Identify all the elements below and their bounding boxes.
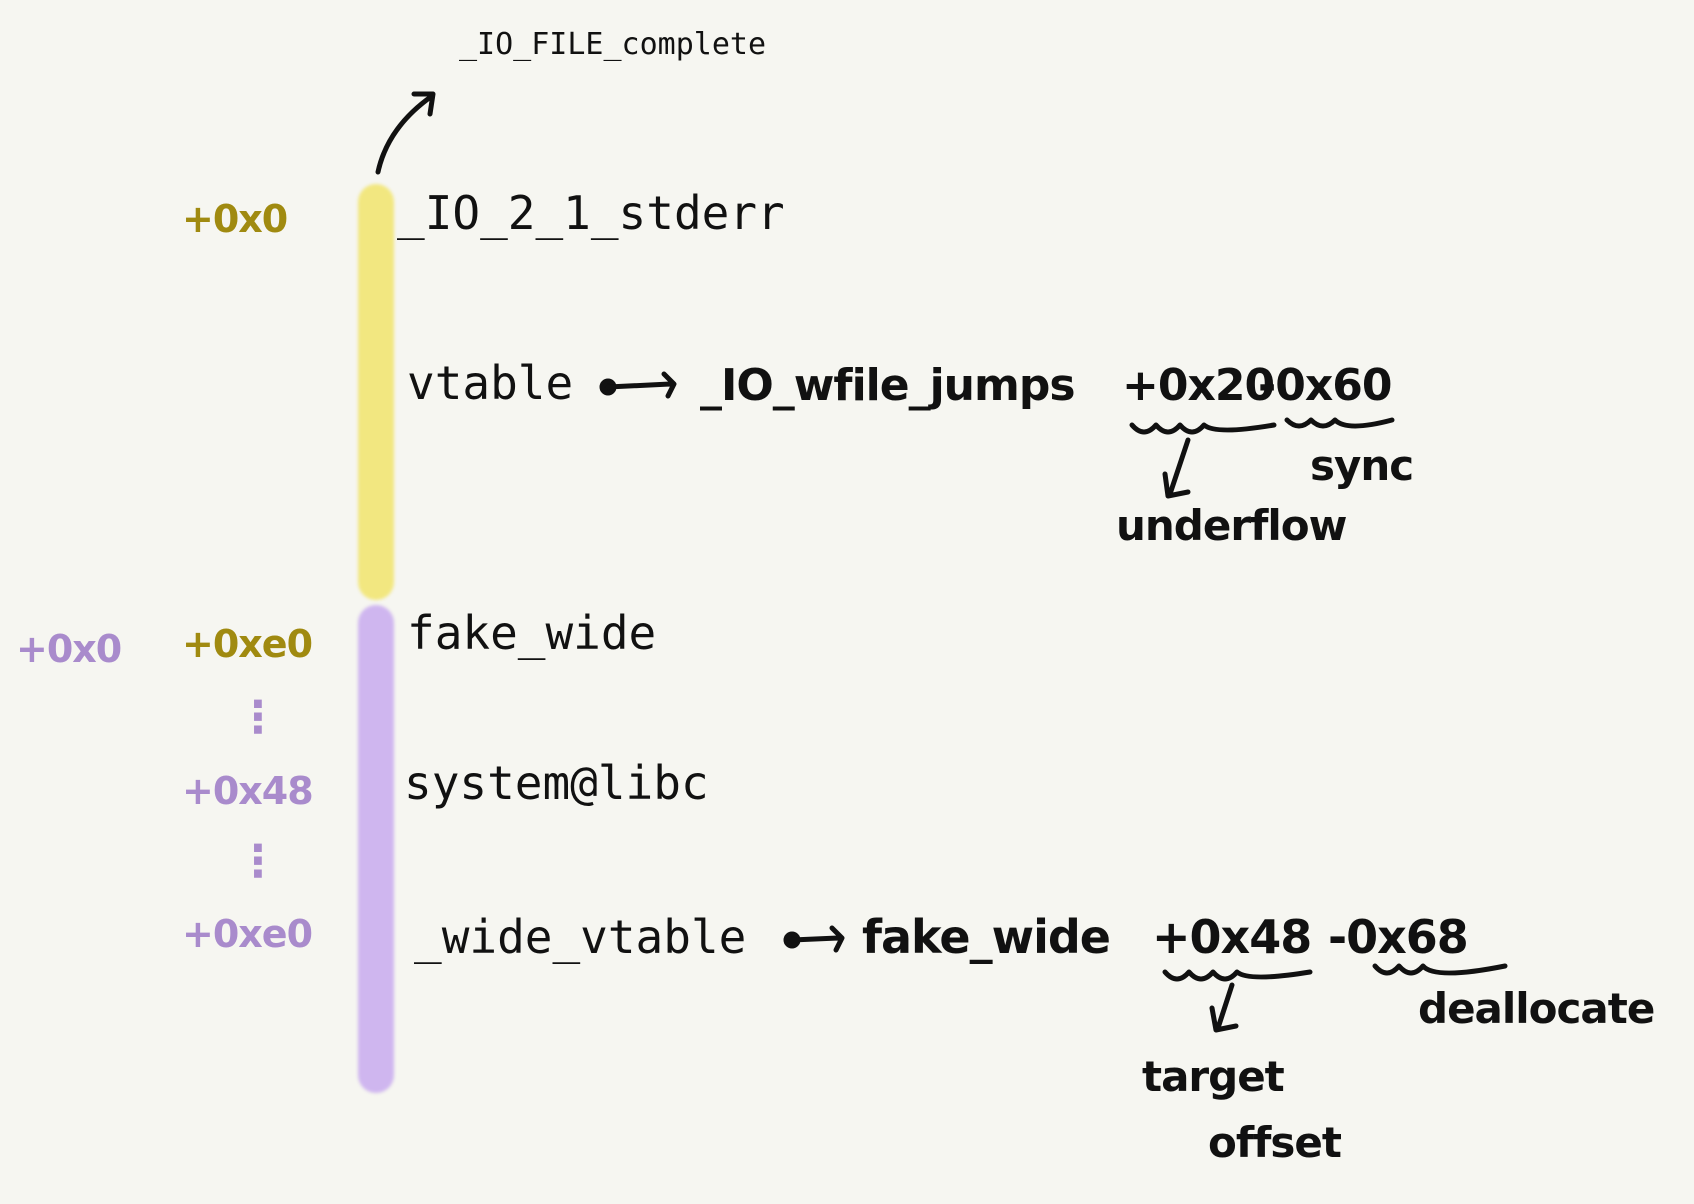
ellipsis-dots: ⋮ — [236, 692, 280, 743]
curved-arrow-icon — [375, 91, 436, 175]
field-label: system@libc — [404, 756, 709, 810]
note-sync: sync — [1310, 441, 1414, 490]
relative-offset-label: +0x0 — [16, 627, 122, 671]
offset-label: +0xe0 — [182, 622, 313, 666]
field-label: vtable — [407, 356, 574, 410]
plus-offset: +0x48 — [1152, 910, 1312, 964]
offset-label: +0x48 — [182, 769, 314, 813]
note-underflow: underflow — [1116, 501, 1347, 550]
field-label: _wide_vtable — [414, 910, 747, 964]
offset-label: +0x0 — [182, 197, 288, 241]
minus-offset: -0x68 — [1328, 910, 1469, 964]
squiggle-underline — [1372, 963, 1508, 976]
squiggle-underline — [1162, 969, 1313, 982]
fake-wide-bar — [358, 605, 394, 1093]
note-offset: offset — [1208, 1118, 1342, 1167]
vtable-target: _IO_wfile_jumps — [700, 360, 1076, 411]
note-deallocate: deallocate — [1418, 984, 1655, 1033]
offset-label: +0xe0 — [182, 912, 313, 956]
diagram-title: _IO_FILE_complete — [459, 27, 767, 62]
vtable-target: fake_wide — [862, 910, 1111, 964]
minus-offset: -0x60 — [1258, 360, 1392, 411]
down-arrow-icon — [1209, 982, 1239, 1033]
down-arrow-icon — [1162, 437, 1191, 499]
vtable-arrow-icon — [599, 371, 677, 399]
io-file-bar — [358, 184, 394, 600]
plus-offset: +0x20 — [1122, 360, 1275, 411]
struct-name: fake_wide — [407, 606, 657, 660]
ellipsis-dots: ⋮ — [236, 836, 280, 887]
squiggle-underline — [1284, 417, 1395, 429]
wide-vtable-arrow-icon — [783, 925, 845, 953]
struct-name: _IO_2_1_stderr — [397, 186, 785, 240]
note-target: target — [1142, 1052, 1285, 1101]
squiggle-underline — [1129, 422, 1277, 435]
